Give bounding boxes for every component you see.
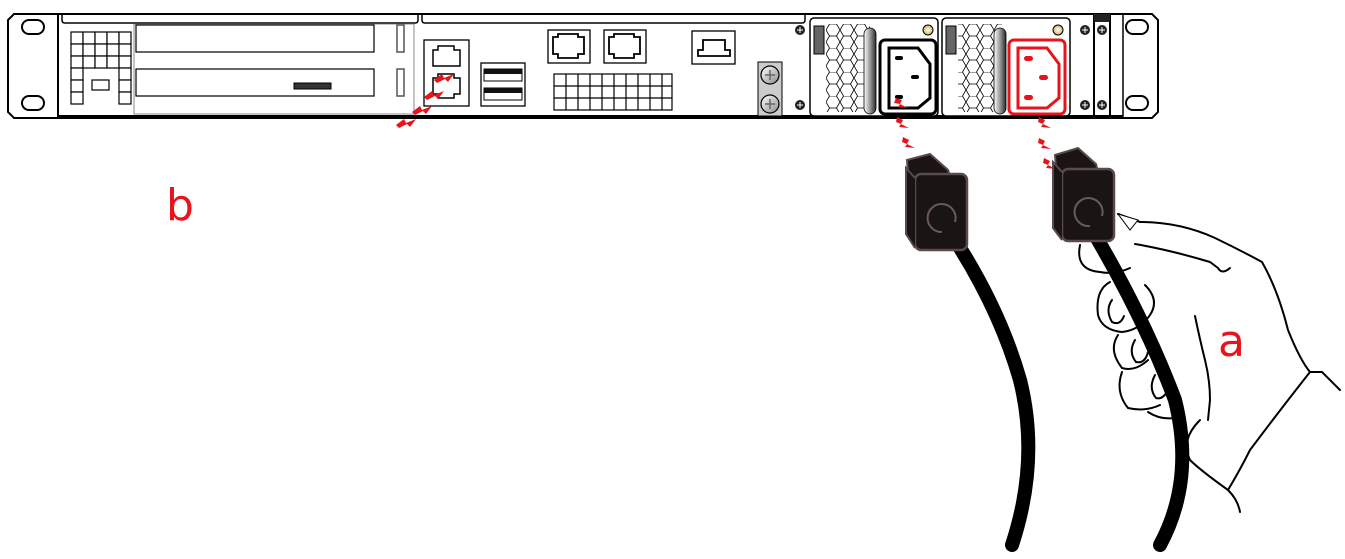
pcie-slot-upper: [135, 24, 405, 53]
usb-port-stack: [480, 62, 526, 107]
io-connector-grid: [553, 73, 673, 111]
rack-ear-right: [1125, 19, 1149, 111]
vent-grid: [70, 31, 132, 105]
iec-inlet-psu1: [887, 46, 932, 110]
callout-label-a: a: [1218, 316, 1245, 367]
pcie-slot-lower: [133, 23, 415, 115]
power-supply-1: [809, 17, 939, 117]
insertion-arrows: [396, 74, 1056, 169]
hand-a: [1078, 213, 1341, 513]
rj45-ports-top: [547, 29, 736, 65]
iec-inlet-psu2-highlighted: [1016, 46, 1061, 110]
ground-screws: [757, 13, 1111, 117]
rj45-port-stack: [423, 39, 470, 107]
callout-label-b: b: [166, 180, 194, 231]
rack-ear-left: [21, 19, 45, 111]
power-cord-1: [905, 152, 1036, 552]
power-cord-2: [1052, 146, 1190, 552]
power-supply-2: [941, 17, 1071, 117]
